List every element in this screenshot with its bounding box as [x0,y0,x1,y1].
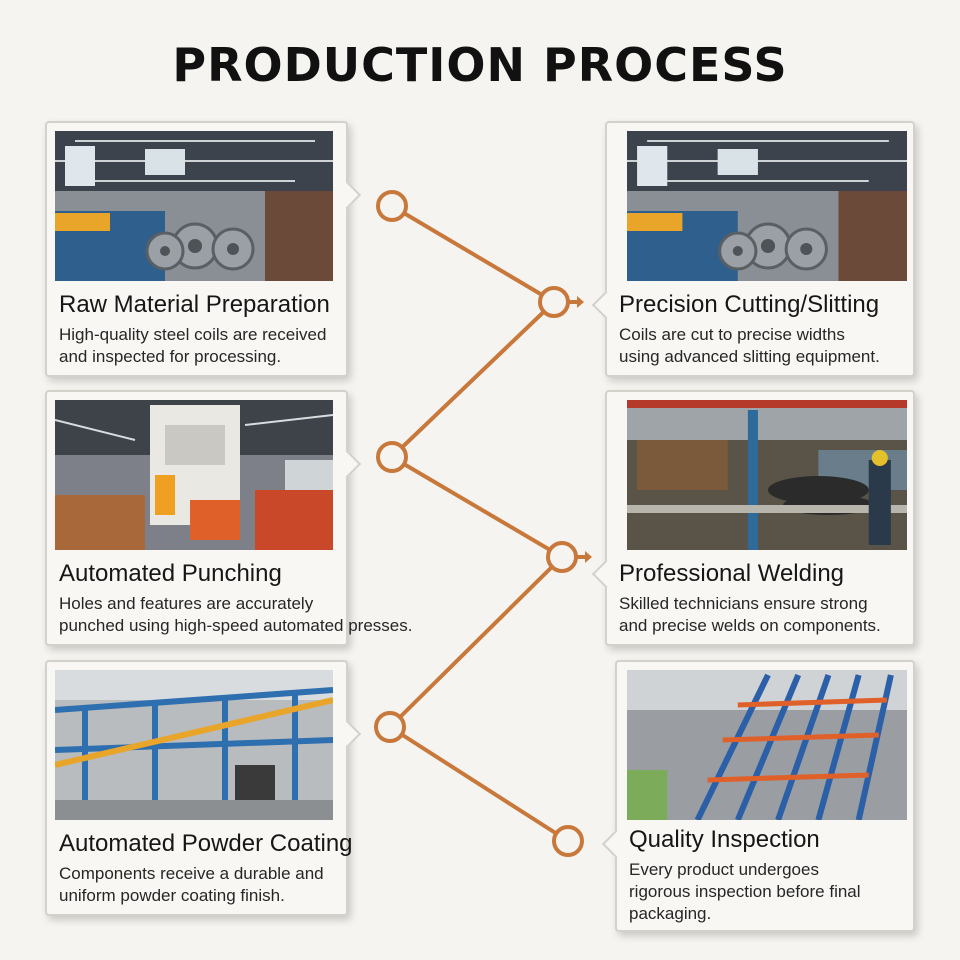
steel-coil-warehouse-photo [55,131,333,281]
step-card-raw-material: Raw Material Preparation High-quality st… [45,121,362,377]
card-pointer [591,290,621,320]
step-description-line: Holes and features are accurately [59,594,314,613]
page-title: PRODUCTION PROCESS [172,38,788,92]
flow-node-2 [538,286,570,318]
step-description-line: packaging. [629,904,712,923]
step-description-line: High-quality steel coils are received [59,325,327,344]
step-card-powder-coating: Automated Powder Coating Components rece… [45,660,362,916]
step-description-line: and precise welds on components. [619,616,881,635]
step-description-line: Components receive a durable and [59,864,324,883]
step-title: Automated Powder Coating [59,830,353,857]
flow-node-3 [376,441,408,473]
step-description-line: using advanced slitting equipment. [619,347,880,366]
step-card-welding: Professional Welding Skilled technicians… [591,390,915,646]
card-pointer [601,829,631,859]
step-title: Raw Material Preparation [59,291,330,318]
step-title: Professional Welding [619,560,845,587]
flow-node-5 [374,711,406,743]
step-card-quality-inspection: Quality Inspection Every product undergo… [601,660,915,932]
step-description-line: Every product undergoes [629,860,819,879]
step-description-line: and inspected for processing. [59,347,282,366]
card-pointer [332,180,362,210]
step-title: Precision Cutting/Slitting [619,291,880,318]
card-pointer [332,719,362,749]
step-description-line: uniform powder coating finish. [59,886,285,905]
racking-inspection-photo [627,670,907,820]
flow-node-4 [546,541,578,573]
step-description-line: punched using high-speed automated press… [59,616,413,635]
step-card-cutting-slitting: Precision Cutting/Slitting Coils are cut… [591,121,915,377]
step-description-line: Coils are cut to precise widths [619,325,845,344]
step-card-punching: Automated Punching Holes and features ar… [45,390,412,646]
step-description-line: rigorous inspection before final [629,882,861,901]
step-title: Automated Punching [59,560,282,587]
step-description-line: Skilled technicians ensure strong [619,594,868,613]
slitting-line-photo [627,131,907,281]
step-title: Quality Inspection [629,826,820,853]
card-pointer [332,449,362,479]
flow-node-1 [376,190,408,222]
welding-workshop-photo [627,400,907,550]
punching-press-photo [55,400,333,550]
powder-coating-line-photo [55,670,333,820]
flow-node-6 [552,825,584,857]
card-pointer [591,559,621,589]
